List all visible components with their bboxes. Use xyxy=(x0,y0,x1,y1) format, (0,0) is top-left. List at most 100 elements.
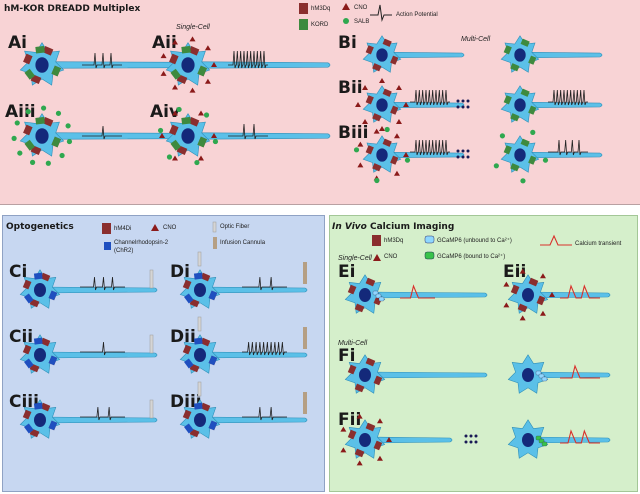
optic-fiber xyxy=(197,251,202,267)
ephys-trace xyxy=(80,276,125,291)
neuron-C2-nucleus xyxy=(34,348,46,362)
receptor-icon xyxy=(181,116,191,125)
cno-molecule xyxy=(403,102,409,107)
ephys-trace xyxy=(82,125,122,140)
cno-molecule xyxy=(357,162,364,168)
receptor-icon xyxy=(22,279,32,290)
cno-molecule xyxy=(159,133,165,138)
ephys-trace xyxy=(242,406,287,421)
receptor-icon xyxy=(170,139,181,151)
label-Eii: Eii xyxy=(503,262,527,282)
label-Ciii: Ciii xyxy=(9,392,39,412)
neuron-Bi-b-axon xyxy=(519,51,603,59)
receptor-icon xyxy=(520,38,530,47)
receptor-icon xyxy=(382,38,392,47)
legend-cno-opto: CNO xyxy=(163,225,177,231)
neuron-Fii-nucleus xyxy=(359,433,371,447)
cno-molecule xyxy=(539,310,546,316)
label-single-cell: Single-Cell xyxy=(176,24,210,31)
salb-molecule xyxy=(14,120,20,126)
receptor-icon xyxy=(33,402,43,410)
neuron-Fi-b-axon xyxy=(527,371,611,379)
neurotransmitter-dot xyxy=(474,434,478,438)
salb-molecule xyxy=(194,159,200,166)
receptor-icon xyxy=(42,117,54,127)
neuron-C1-nucleus xyxy=(34,283,46,297)
calcium-trace xyxy=(400,284,435,299)
cno-molecule xyxy=(172,39,178,45)
receptor-icon xyxy=(347,429,357,440)
receptor-icon xyxy=(510,63,520,72)
neurotransmitter-dot xyxy=(461,99,465,103)
receptor-icon xyxy=(22,344,32,355)
calcium-trace xyxy=(560,284,600,299)
cno-molecule xyxy=(362,85,369,91)
neuron-Fi-b-nucleus xyxy=(522,368,534,382)
receptor-icon xyxy=(510,284,520,295)
cno-molecule xyxy=(198,155,204,161)
neuron-D3-axon xyxy=(199,416,308,424)
receptor-icon xyxy=(24,68,35,80)
receptor-icon xyxy=(365,95,374,105)
legend-calcium-transient: Calcium transient xyxy=(575,241,622,247)
salb-molecule xyxy=(530,129,536,135)
cno-molecule xyxy=(386,437,392,442)
receptor-icon xyxy=(184,423,194,434)
salb-molecule xyxy=(66,138,73,145)
neuron-D3-nucleus xyxy=(194,413,206,427)
cno-molecule xyxy=(211,62,217,67)
neuron-Eii-nucleus xyxy=(522,288,534,302)
receptor-icon xyxy=(170,68,181,80)
legend-salb: SALB xyxy=(354,19,370,25)
neuron-Aiii-nucleus xyxy=(35,128,49,144)
receptor-icon xyxy=(197,136,207,148)
panel-title-calcium: In Vivo Calcium Imaging xyxy=(332,222,454,232)
receptor-icon xyxy=(188,46,200,56)
receptor-icon xyxy=(200,402,211,412)
neuron-D1-nucleus xyxy=(194,283,206,297)
neuron-Biii-b-nucleus xyxy=(514,148,526,162)
salb-molecule xyxy=(404,157,411,163)
legend-dreadd-icons xyxy=(299,3,392,30)
receptor-icon xyxy=(390,155,399,165)
calcium-transient-icon xyxy=(540,234,572,246)
neuron-Biii-b-axon xyxy=(519,151,603,159)
receptor-icon xyxy=(51,65,61,77)
action-potential-icon xyxy=(370,4,392,22)
salb-molecule xyxy=(384,126,390,133)
receptor-icon xyxy=(169,53,179,65)
salb-molecule xyxy=(542,157,549,163)
label-Fi: Fi xyxy=(338,346,356,366)
ephys-trace xyxy=(228,123,268,140)
receptor-icon xyxy=(528,277,539,287)
receptor-icon xyxy=(536,295,546,306)
neuron-Bi-a-nucleus xyxy=(376,48,388,62)
chr2-icon xyxy=(104,242,111,250)
receptor-icon xyxy=(24,358,34,369)
receptor-icon xyxy=(182,279,192,290)
label-Ei: Ei xyxy=(338,262,356,282)
neuron-C3-nucleus xyxy=(34,413,46,427)
receptor-icon xyxy=(23,53,33,65)
cno-molecule xyxy=(356,413,363,419)
ephys-trace xyxy=(80,406,125,421)
receptor-icon xyxy=(51,136,61,148)
salb-molecule xyxy=(59,152,65,159)
cno-molecule xyxy=(172,84,178,90)
ephys-trace xyxy=(548,139,588,156)
cno-molecule xyxy=(403,152,409,157)
ephys-trace xyxy=(242,341,287,356)
label-Fii: Fii xyxy=(338,410,362,430)
calcium-trace xyxy=(560,364,600,379)
gcamp-unbound-icon xyxy=(424,235,435,244)
legend-chr2: Channelrhodopsin-2 xyxy=(114,240,169,246)
cno-icon xyxy=(373,254,381,261)
neuron-Fi-axon xyxy=(364,371,488,379)
receptor-icon xyxy=(503,145,512,155)
salb-molecule xyxy=(25,109,31,115)
cno-molecule xyxy=(395,118,402,124)
cno-molecule xyxy=(376,418,383,424)
neurotransmitter-dot xyxy=(456,99,460,103)
